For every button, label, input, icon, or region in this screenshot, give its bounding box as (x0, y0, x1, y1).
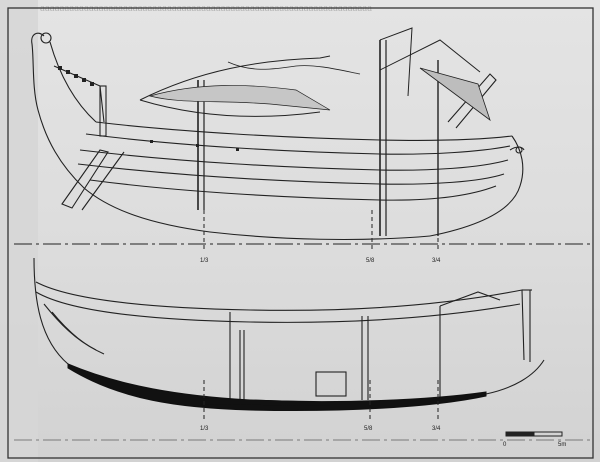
datum-lines (14, 243, 590, 441)
oar-port (58, 66, 62, 70)
wale-mid (79, 149, 509, 171)
page-margin (0, 0, 38, 462)
plan-sheer-line (35, 281, 525, 361)
keel-shoe (200, 398, 330, 406)
plan-mizzen-yard (439, 291, 501, 307)
scale-label-end: 5m (558, 442, 566, 448)
plan-bow-inner (43, 303, 97, 351)
station-label-1: 1/3 (200, 258, 209, 264)
sweep-oar-2 (81, 151, 125, 211)
plan-bow-inner-2 (51, 311, 105, 355)
foresail-foot (139, 99, 321, 117)
gunwale-line (95, 121, 513, 141)
station-label-3-lower: 3/4 (432, 426, 441, 432)
oar-port (74, 74, 78, 78)
plan-hatch (315, 371, 347, 397)
drawing-frame (7, 7, 594, 459)
bow-rake (49, 41, 97, 123)
lateen-yard (379, 27, 413, 97)
station-label-2-lower: 5/8 (364, 426, 373, 432)
hull-elevation (31, 32, 525, 241)
foresail-yard (139, 55, 331, 101)
scale-label-start: 0 (503, 442, 507, 448)
scupper (236, 148, 239, 151)
stern-post (429, 135, 524, 237)
wale-lower (77, 163, 505, 185)
scupper (150, 140, 153, 143)
oar-port (90, 82, 94, 86)
hull-bottom-line (31, 32, 431, 241)
bow-curl (40, 32, 52, 44)
furled-sail (148, 85, 331, 111)
plan-inner-line (35, 291, 521, 323)
mizzen-yard (379, 39, 481, 73)
stations-upper (203, 210, 439, 252)
scale-bar (505, 431, 563, 437)
oar-port (82, 78, 86, 82)
wale-bottom (89, 179, 497, 201)
wale-upper (85, 133, 511, 155)
bitt-post (99, 85, 107, 137)
oar-port (66, 70, 70, 74)
station-label-3: 3/4 (432, 258, 441, 264)
stern-knob (515, 146, 523, 154)
sail-shading (227, 61, 361, 75)
station-label-2: 5/8 (366, 258, 375, 264)
scupper (196, 144, 199, 147)
oar-ports (58, 66, 239, 151)
mizzen-sail-shade (419, 67, 491, 122)
sweep-oar-1 (61, 149, 109, 209)
keel-band (67, 363, 487, 411)
station-label-1-lower: 1/3 (200, 426, 209, 432)
rigging (139, 27, 491, 236)
